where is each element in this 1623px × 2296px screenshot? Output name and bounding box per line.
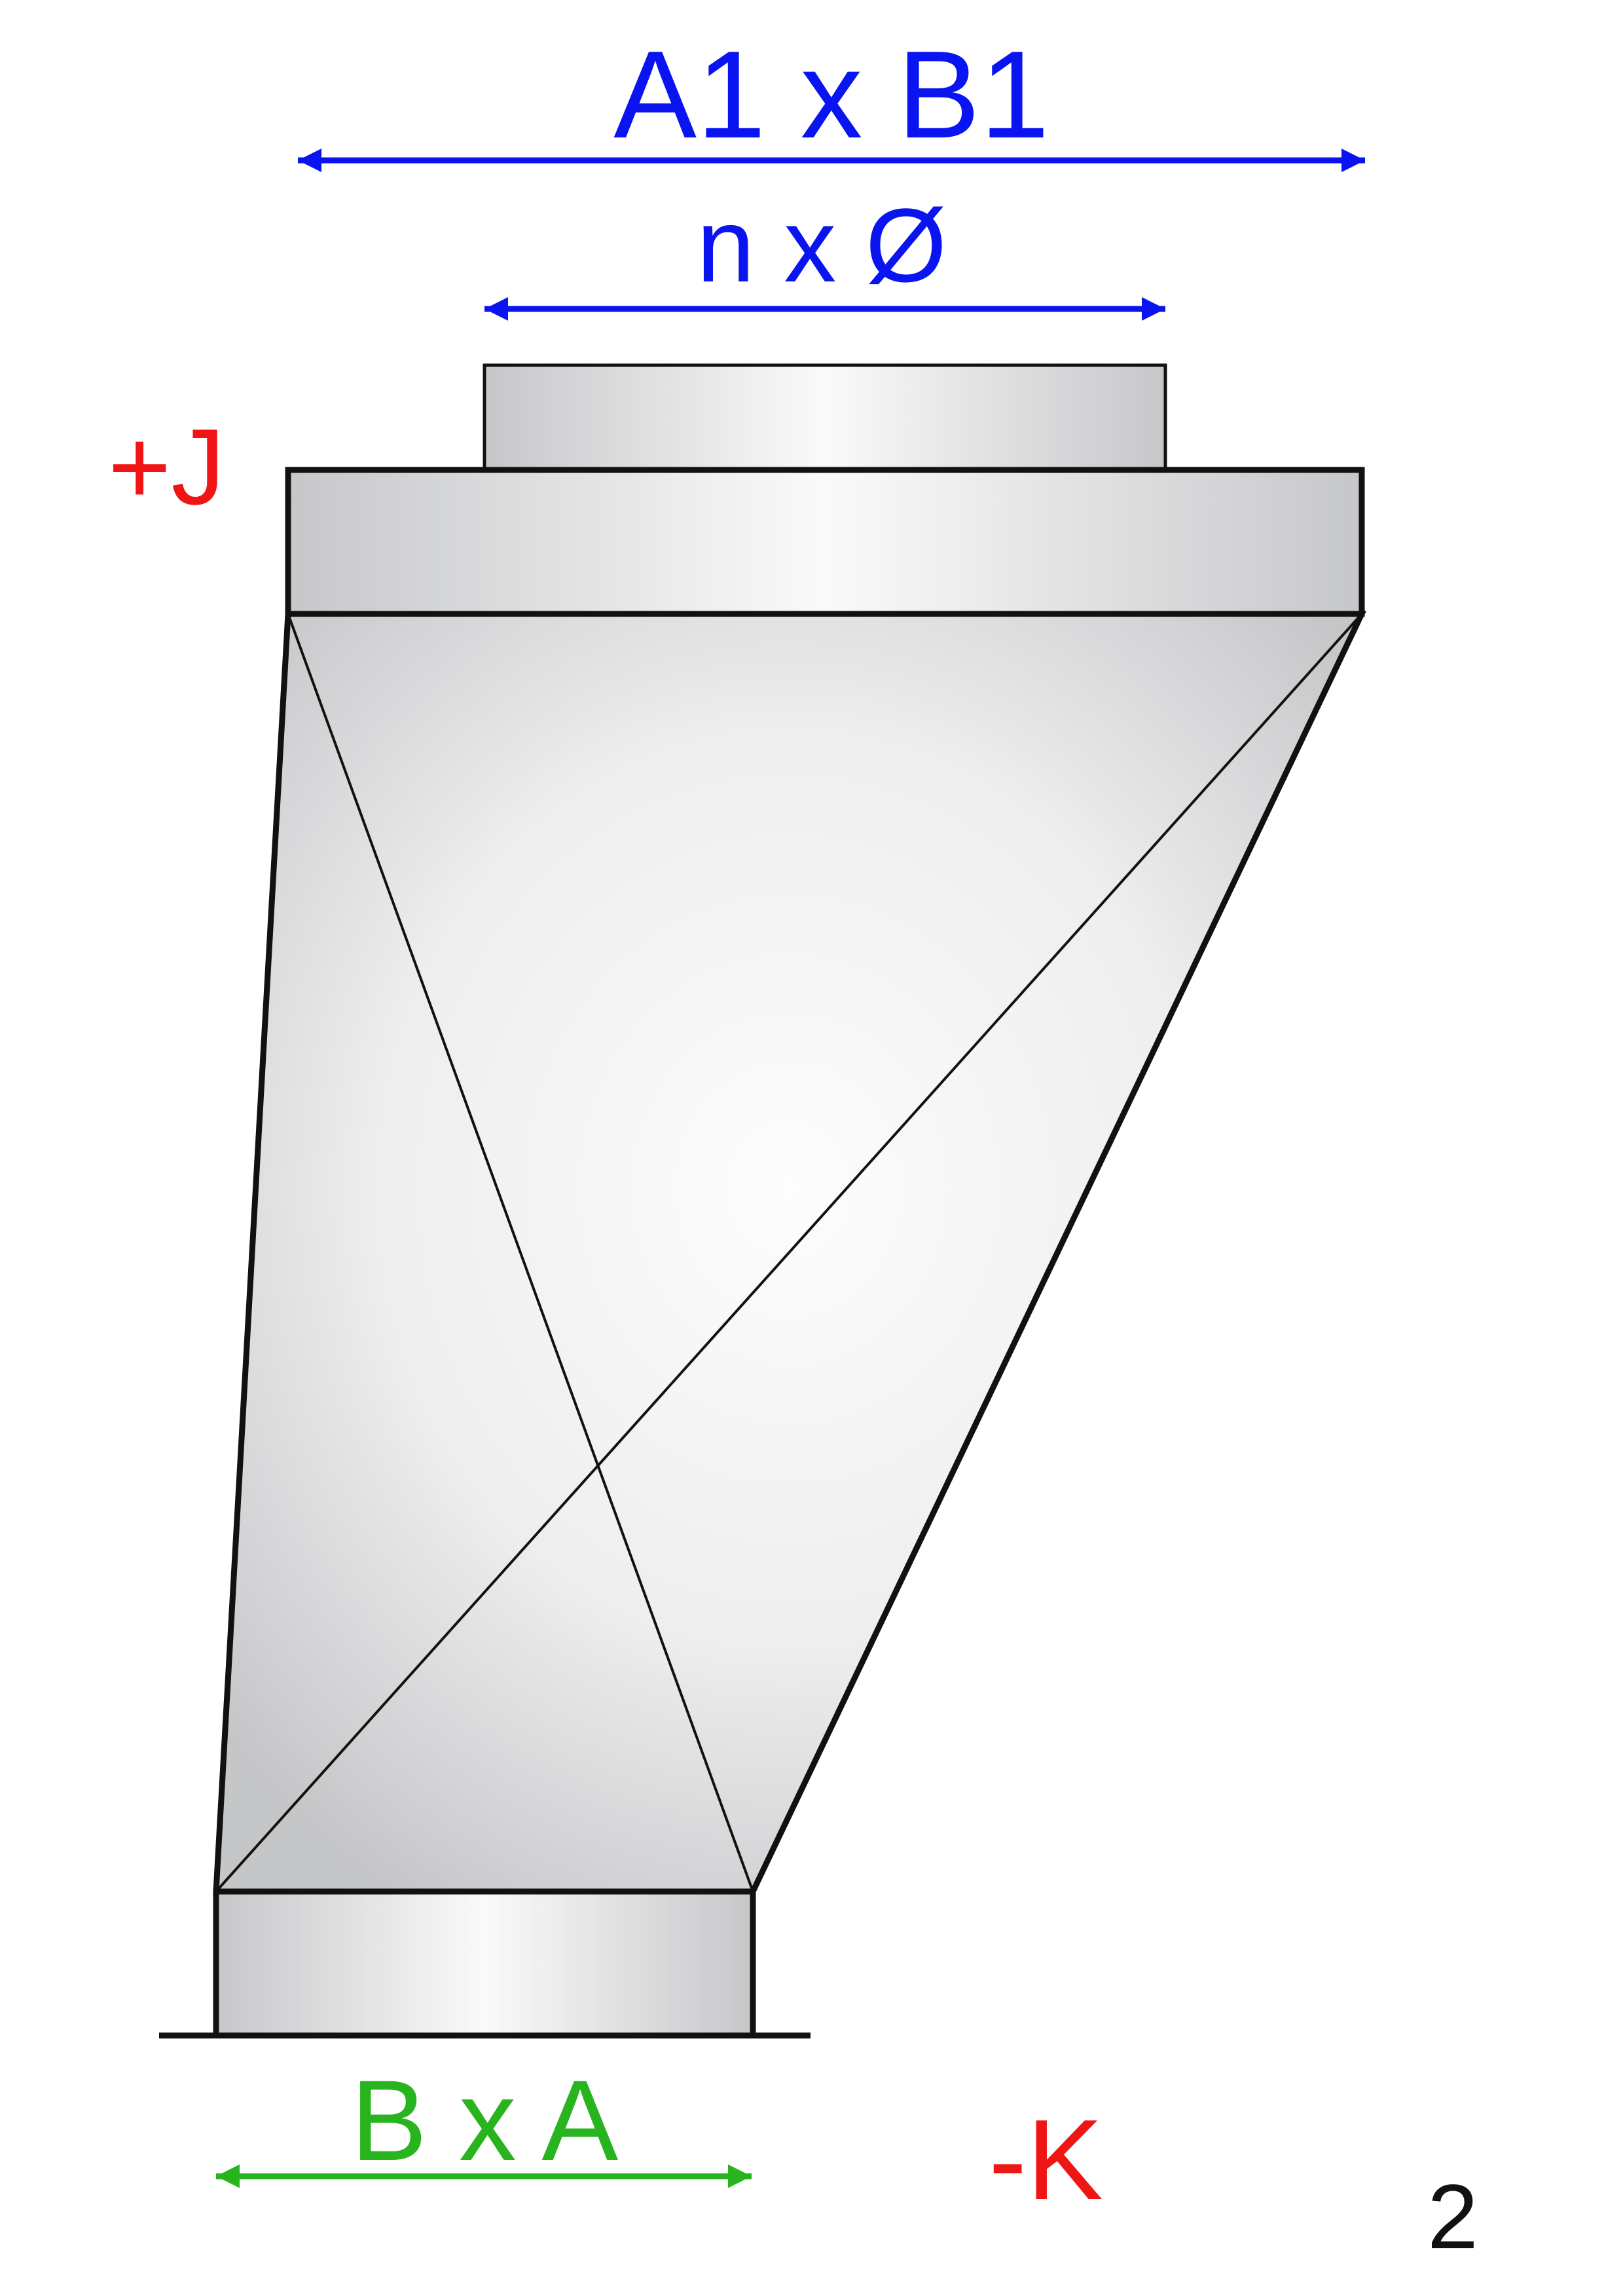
offset-positive-label: +J	[108, 406, 225, 527]
top-dimension-label: A1 x B1	[613, 26, 1049, 164]
offset-negative-label: -K	[989, 2096, 1103, 2224]
bottom-dimension-label: B x A	[351, 2057, 619, 2185]
fold-line-right-diagonal	[215, 613, 1363, 1893]
round-dimension-label: n x Ø	[697, 187, 947, 304]
fold-line-left-diagonal	[287, 613, 754, 1892]
variant-number-label: 2	[1427, 2165, 1478, 2268]
bottom-rectangular-collar	[213, 1888, 756, 2039]
top-rectangular-flange	[285, 467, 1365, 617]
round-spigot-collar	[483, 363, 1167, 472]
